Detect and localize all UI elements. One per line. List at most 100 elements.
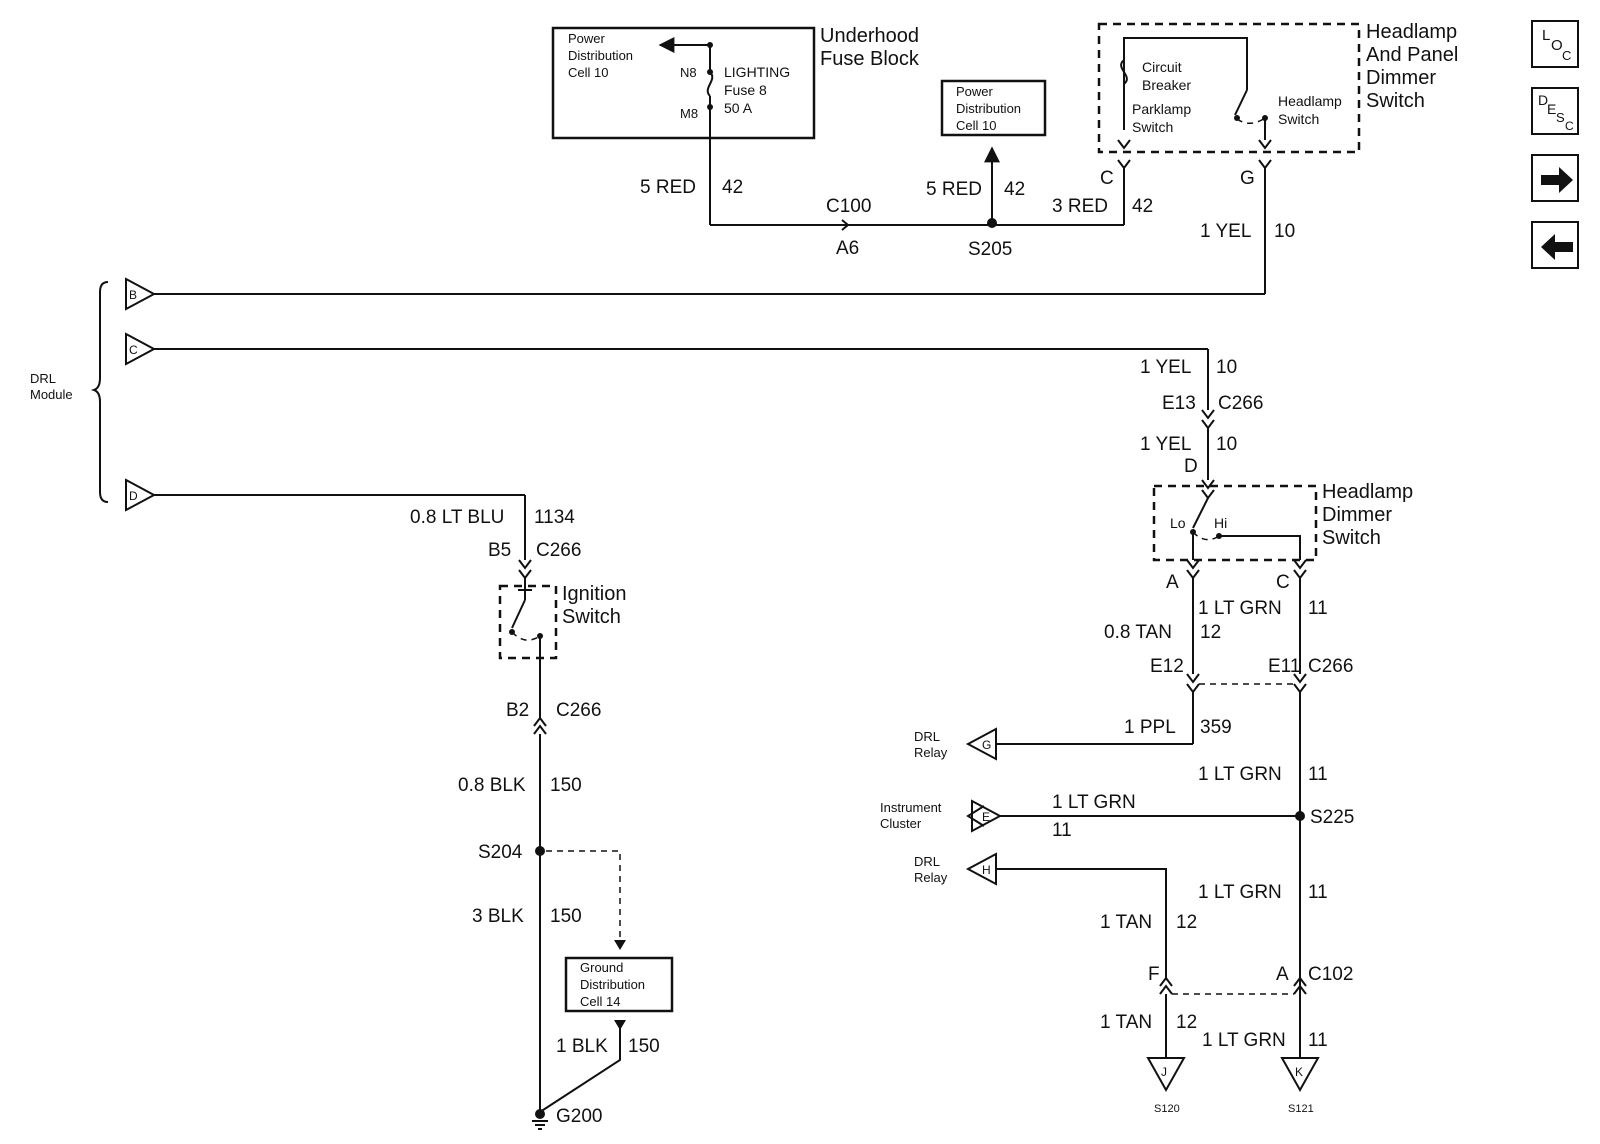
- wire-5-red-label: 5 RED: [640, 177, 696, 198]
- svg-text:Cell 10: Cell 10: [568, 65, 608, 80]
- svg-text:359: 359: [1200, 717, 1232, 738]
- svg-text:Distribution: Distribution: [568, 48, 633, 63]
- svg-text:Dimmer: Dimmer: [1322, 504, 1392, 526]
- svg-text:Dimmer: Dimmer: [1366, 67, 1436, 89]
- wire-1-tan-h-label: 1 TAN: [1100, 912, 1152, 933]
- pin-n8: N8: [680, 65, 697, 80]
- connector-c102-a: A: [1276, 964, 1289, 985]
- svg-text:42: 42: [1004, 179, 1025, 200]
- svg-text:DRL: DRL: [914, 729, 940, 744]
- arrow-right-icon: [1541, 167, 1573, 193]
- svg-text:11: 11: [1308, 598, 1328, 619]
- wire-3-blk-label: 3 BLK: [472, 906, 524, 927]
- svg-text:Switch: Switch: [1366, 90, 1425, 112]
- drl-relay-h: H DRL Relay: [914, 852, 997, 886]
- svg-text:C: C: [129, 343, 138, 357]
- svg-text:150: 150: [550, 906, 582, 927]
- svg-text:H: H: [982, 863, 991, 877]
- connector-c266-b5: B5: [488, 540, 511, 561]
- headlamp-dimmer-switch-title: Headlamp: [1322, 481, 1413, 503]
- previous-button[interactable]: [1531, 221, 1579, 269]
- headlamp-switch-label: Headlamp: [1278, 93, 1342, 109]
- next-button[interactable]: [1531, 154, 1579, 202]
- svg-text:Fuse Block: Fuse Block: [820, 48, 920, 70]
- wire-0-8-lt-blu-label: 0.8 LT BLU: [410, 507, 504, 528]
- svg-text:Fuse 8: Fuse 8: [724, 82, 767, 98]
- wire-1-lt-grn-down-label: 1 LT GRN: [1198, 882, 1282, 903]
- power-distribution-label: Power: [568, 31, 606, 46]
- wire-1-lt-grn-cluster-label: 1 LT GRN: [1052, 792, 1136, 813]
- svg-text:E: E: [982, 810, 990, 824]
- wire-5-red-pdc-label: 5 RED: [926, 179, 982, 200]
- svg-text:D: D: [1538, 92, 1548, 108]
- svg-text:C266: C266: [556, 700, 601, 721]
- connector-c102-f: F: [1148, 964, 1160, 985]
- pin-c-label: C: [1100, 168, 1114, 189]
- svg-text:10: 10: [1274, 221, 1295, 242]
- svg-text:12: 12: [1176, 912, 1197, 933]
- svg-text:12: 12: [1176, 1012, 1197, 1033]
- svg-text:J: J: [1161, 1065, 1167, 1079]
- svg-text:C266: C266: [536, 540, 581, 561]
- svg-text:Instrument: Instrument: [880, 800, 942, 815]
- svg-text:Power: Power: [956, 84, 994, 99]
- power-distribution-box: Power Distribution Cell 10: [940, 79, 1047, 137]
- connector-c266-e13: E13: [1162, 393, 1196, 414]
- svg-text:DRL: DRL: [914, 854, 940, 869]
- svg-text:11: 11: [1308, 764, 1328, 785]
- ignition-switch-title: Ignition: [562, 583, 627, 605]
- svg-text:1134: 1134: [534, 507, 575, 528]
- wire-0-8-blk-label: 0.8 BLK: [458, 775, 526, 796]
- connector-c266-b2: B2: [506, 700, 529, 721]
- svg-text:S121: S121: [1288, 1103, 1314, 1115]
- drl-relay-g: G DRL Relay: [914, 727, 997, 761]
- ground-distribution-box: Ground Distribution Cell 14: [564, 956, 674, 1013]
- description-button[interactable]: D E S C: [1531, 87, 1579, 135]
- wire-1-lt-grn-k-label: 1 LT GRN: [1202, 1030, 1286, 1051]
- connector-c266-e11: E11: [1268, 656, 1300, 677]
- pin-m8: M8: [680, 106, 698, 121]
- svg-text:S120: S120: [1154, 1103, 1180, 1115]
- pin-c-dimmer-label: C: [1276, 572, 1290, 593]
- splice-s205: [987, 218, 997, 228]
- instrument-cluster: E Instrument Cluster: [880, 799, 1003, 833]
- svg-text:Distribution: Distribution: [580, 977, 645, 992]
- parklamp-switch-label: Parklamp: [1132, 101, 1191, 117]
- splice-s204: [535, 846, 545, 856]
- svg-text:Ground: Ground: [580, 960, 623, 975]
- svg-text:G: G: [982, 738, 991, 752]
- svg-text:O: O: [1551, 37, 1563, 54]
- connector-k: K S121: [1280, 1057, 1320, 1115]
- svg-text:Switch: Switch: [562, 606, 621, 628]
- svg-text:Switch: Switch: [1132, 119, 1173, 135]
- svg-text:K: K: [1295, 1065, 1303, 1079]
- svg-text:D: D: [1184, 456, 1198, 477]
- location-button[interactable]: L O C: [1531, 20, 1579, 68]
- svg-text:Breaker: Breaker: [1142, 77, 1191, 93]
- ground-g200-label: G200: [556, 1106, 602, 1127]
- splice-s204-label: S204: [478, 842, 523, 863]
- svg-text:E: E: [1547, 101, 1556, 117]
- svg-text:42: 42: [1132, 196, 1153, 217]
- lo-label: Lo: [1170, 515, 1186, 531]
- wire-1-yel-lower-label: 1 YEL: [1140, 434, 1191, 455]
- svg-text:Switch: Switch: [1322, 527, 1381, 549]
- ignition-switch: Ignition Switch: [498, 578, 627, 660]
- wire-3-red-label: 3 RED: [1052, 196, 1108, 217]
- svg-text:C: C: [1562, 48, 1571, 63]
- svg-text:A6: A6: [836, 238, 859, 259]
- headlamp-panel-dimmer-switch: Circuit Breaker Parklamp Switch Headlamp…: [1097, 21, 1458, 189]
- svg-text:10: 10: [1216, 357, 1237, 378]
- svg-text:C266: C266: [1308, 656, 1353, 677]
- svg-text:11: 11: [1052, 820, 1072, 841]
- wire-1-yel-g-label: 1 YEL: [1200, 221, 1251, 242]
- wire-1-lt-grn-s225-label: 1 LT GRN: [1198, 764, 1282, 785]
- fuse-label: LIGHTING: [724, 64, 790, 80]
- svg-text:S: S: [1556, 110, 1565, 125]
- splice-s225-label: S225: [1310, 807, 1354, 828]
- svg-text:Cell 14: Cell 14: [580, 994, 620, 1009]
- wire-1-tan-j-label: 1 TAN: [1100, 1012, 1152, 1033]
- drl-module: DRL Module B C D: [30, 277, 157, 512]
- svg-text:10: 10: [1216, 434, 1237, 455]
- svg-text:50 A: 50 A: [724, 100, 753, 116]
